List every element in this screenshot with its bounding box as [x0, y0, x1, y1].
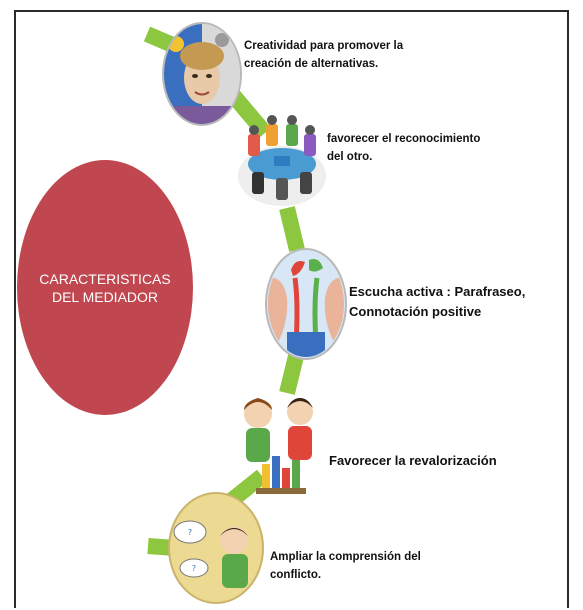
item-1-line-1: Creatividad para promover la: [244, 40, 404, 52]
connector-segment: [226, 89, 272, 139]
child-question-image: ? ?: [168, 492, 264, 604]
item-5-line-1: Ampliar la comprensión del: [270, 551, 421, 563]
item-1-label: Creatividad para promover la creación de…: [244, 37, 403, 73]
center-label: CARACTERISTICAS DEL MEDIADOR: [39, 270, 171, 305]
item-4-label: Favorecer la revalorización: [329, 451, 497, 471]
svg-text:?: ?: [192, 564, 196, 573]
svg-text:?: ?: [188, 528, 192, 537]
connector-segment: [227, 469, 267, 507]
item-3-line-1: Escucha activa : Parafraseo,: [349, 284, 526, 299]
diagram-frame: [14, 10, 569, 608]
children-building-image: [238, 394, 322, 498]
connector-segment: [279, 206, 305, 252]
creative-face-image: [162, 22, 242, 126]
item-3-label: Escucha activa : Parafraseo, Connotación…: [349, 282, 525, 322]
item-2-line-2: del otro.: [327, 151, 373, 163]
two-heads-listening-image: [265, 248, 347, 360]
item-4-line-1: Favorecer la revalorización: [329, 453, 497, 468]
connector-segment: [279, 354, 304, 395]
item-5-label: Ampliar la comprensión del conflicto.: [270, 548, 421, 584]
item-2-line-1: favorecer el reconocimiento: [327, 133, 481, 145]
center-node: CARACTERISTICAS DEL MEDIADOR: [17, 160, 193, 415]
item-5-line-2: conflicto.: [270, 569, 322, 581]
item-3-line-2: Connotación positive: [349, 304, 482, 319]
item-2-label: favorecer el reconocimiento del otro.: [327, 130, 480, 166]
round-table-meeting-image: [236, 110, 328, 212]
item-1-line-2: creación de alternativas.: [244, 58, 379, 70]
